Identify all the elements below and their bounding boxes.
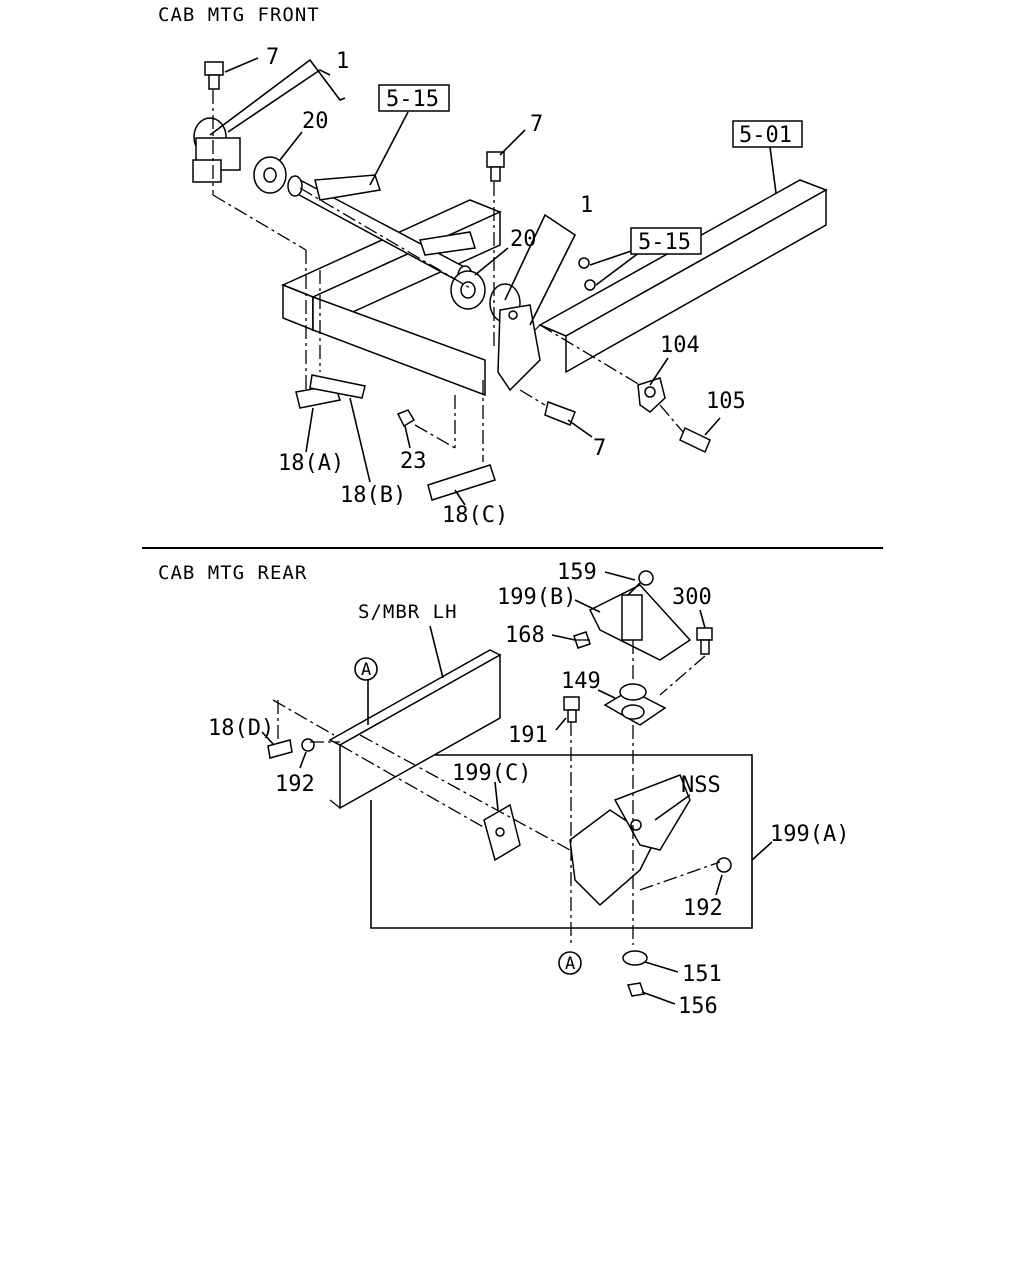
callout-300: 300 [672, 585, 712, 610]
ref-5-15-top: 5-15 [386, 87, 439, 112]
callout-105: 105 [706, 389, 746, 414]
callout-7-top-middle: 7 [530, 112, 543, 137]
callout-18d: 18(D) [208, 716, 274, 741]
callout-18c: 18(C) [442, 503, 508, 528]
bracket-199c [483, 803, 521, 862]
ref-5-15-right: 5-15 [638, 230, 691, 255]
bracket-199a [569, 774, 691, 907]
label-smbr-lh: S/MBR LH [358, 601, 458, 623]
plate-18c [427, 464, 496, 501]
marker-a-top-label: A [361, 660, 371, 680]
front-section-title: CAB MTG FRONT [158, 4, 320, 26]
nut-192-left [301, 738, 315, 752]
callout-199a: 199(A) [770, 822, 849, 847]
callout-1-right: 1 [580, 193, 593, 218]
right-mount [489, 283, 541, 392]
bolt-191 [563, 696, 580, 723]
ref-box-5-15-top [378, 84, 450, 112]
callout-20-left: 20 [302, 109, 329, 134]
washer-151 [622, 950, 648, 966]
bolt-7-lower [544, 401, 576, 426]
bolt-7-middle [486, 151, 505, 182]
callout-151: 151 [682, 962, 722, 987]
marker-a-bottom [558, 951, 582, 975]
callout-18b: 18(B) [340, 483, 406, 508]
ref-5-01: 5-01 [739, 123, 792, 148]
right-bushing [450, 270, 486, 310]
callout-192-left: 192 [275, 772, 315, 797]
front-centerlines [212, 90, 684, 462]
front-tube [287, 174, 476, 287]
callout-20-right: 20 [510, 227, 537, 252]
mount-149 [603, 683, 667, 726]
callout-7-top-left: 7 [266, 45, 279, 70]
rear-centerlines [272, 639, 721, 945]
nut-192-right [716, 857, 732, 873]
front-leaders [209, 57, 777, 506]
side-rail [519, 179, 828, 374]
bolt-159 [627, 570, 654, 596]
callout-1-left: 1 [336, 49, 349, 74]
frame-199a-box [370, 754, 753, 929]
nut-156 [626, 982, 646, 997]
label-nss: NSS [681, 773, 721, 798]
callout-23: 23 [400, 449, 427, 474]
bolt-7-left [204, 61, 224, 90]
callout-199c: 199(C) [452, 761, 531, 786]
bolt-300 [696, 627, 713, 655]
bolt-105 [679, 426, 711, 454]
callout-159: 159 [557, 560, 597, 585]
callout-191: 191 [508, 723, 548, 748]
callout-7-lower: 7 [593, 436, 606, 461]
callout-168: 168 [505, 623, 545, 648]
marker-a-bottom-label: A [565, 954, 575, 974]
callout-192-right: 192 [683, 896, 723, 921]
marker-a-top [354, 657, 378, 681]
callout-104: 104 [660, 333, 700, 358]
ref-box-5-01 [732, 120, 803, 148]
small-bolts [578, 257, 596, 291]
bracket-199b [588, 584, 692, 661]
callout-156: 156 [678, 994, 718, 1019]
callout-199b: 199(B) [497, 585, 576, 610]
ref-box-5-15-right [630, 227, 702, 255]
side-member-lh [328, 649, 502, 810]
rear-leaders [261, 571, 773, 1005]
bracket-104 [637, 377, 666, 413]
rear-section-title: CAB MTG REAR [158, 562, 307, 584]
left-bushing [253, 156, 287, 194]
nut-23 [396, 409, 416, 428]
plate-18b [309, 374, 366, 399]
callout-149: 149 [561, 669, 601, 694]
left-mount [192, 117, 241, 183]
callout-18a: 18(A) [278, 451, 344, 476]
